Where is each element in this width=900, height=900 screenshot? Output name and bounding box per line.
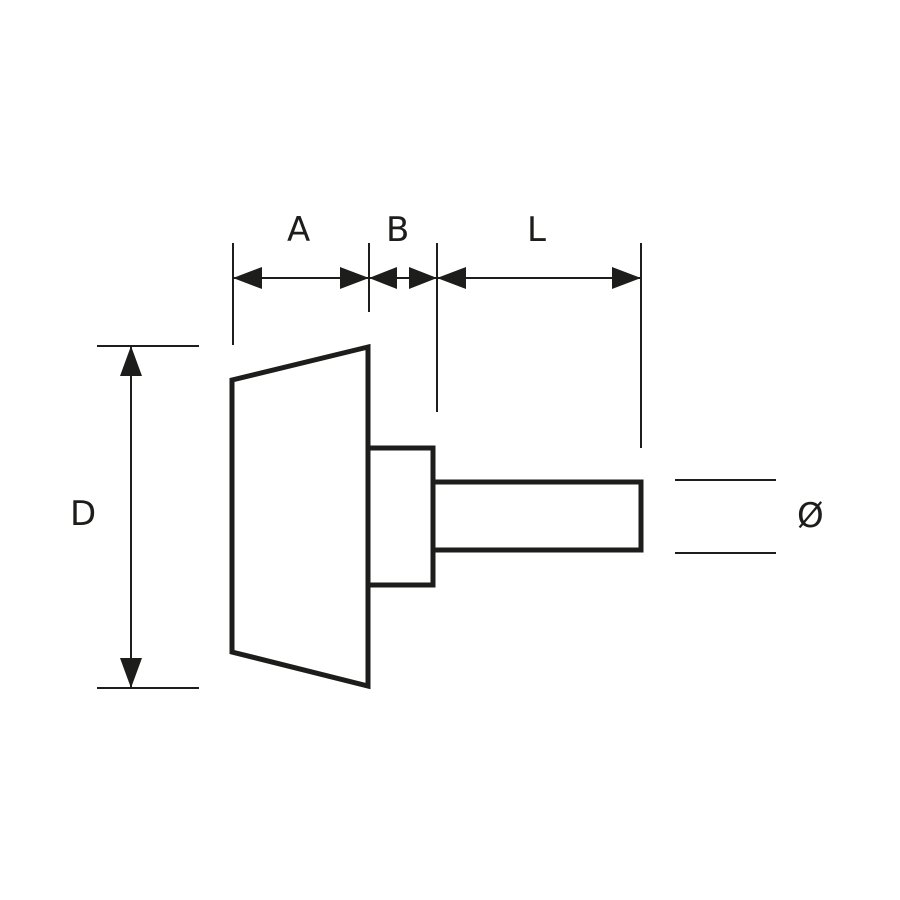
arrow-a-left (233, 267, 262, 289)
dimension-label-l: L (527, 210, 546, 250)
dimension-label-diameter: Ø (797, 496, 824, 536)
arrow-l-left (437, 267, 466, 289)
arrow-d-top (120, 346, 142, 376)
arrow-d-bottom (120, 658, 142, 688)
dimension-label-b: B (386, 210, 410, 250)
knob-head (229, 343, 371, 690)
dimension-label-a: A (287, 210, 311, 250)
arrow-b-left (369, 267, 397, 289)
arrow-b-right (409, 267, 437, 289)
arrow-a-right (340, 267, 369, 289)
dimension-label-d: D (70, 494, 97, 534)
knob-shaft (430, 479, 644, 553)
arrow-l-right (612, 267, 641, 289)
knob-collar (365, 445, 436, 588)
